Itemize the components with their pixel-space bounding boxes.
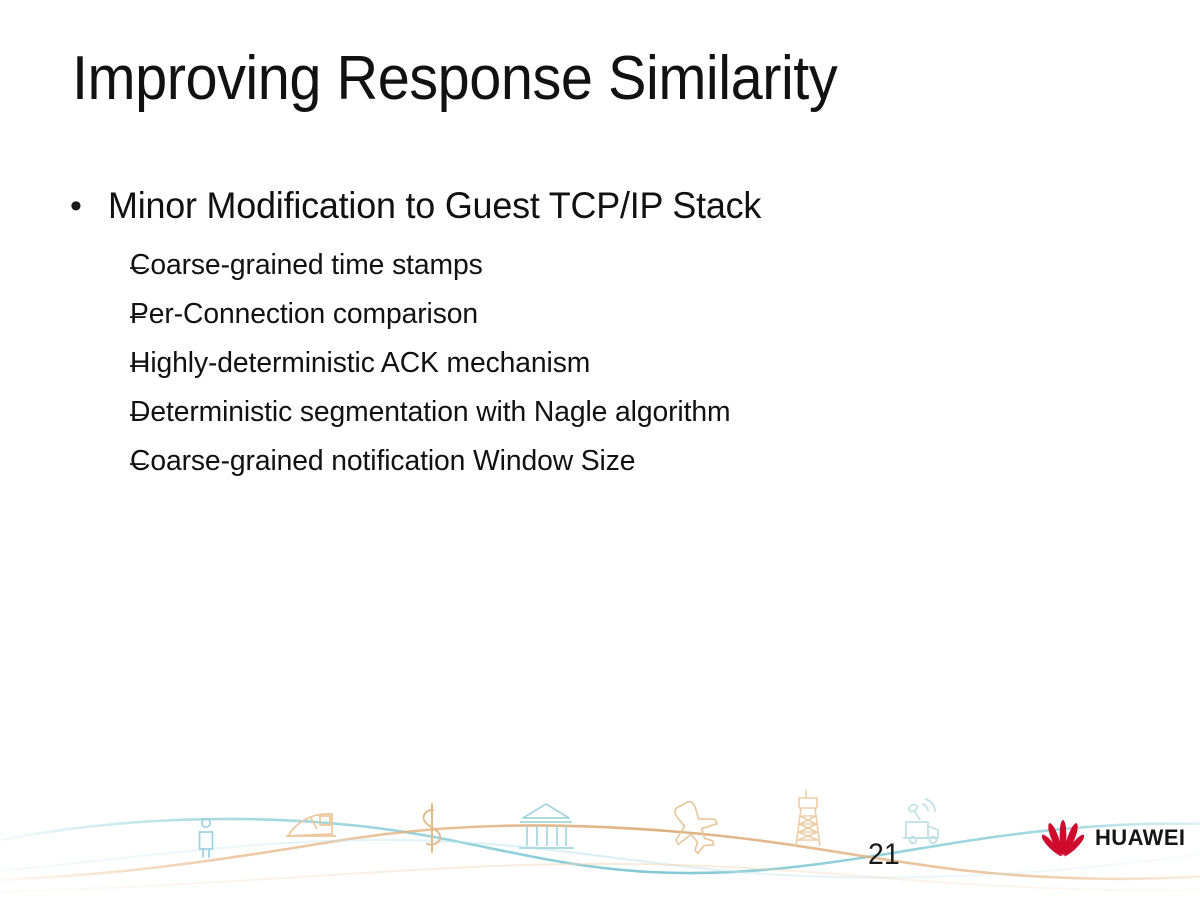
- list-item-level2-label: Coarse-grained time stamps: [130, 249, 483, 281]
- dash-glyph-icon: –: [130, 397, 146, 428]
- footer-decoration: [0, 790, 1200, 893]
- airplane-icon: [674, 800, 719, 855]
- dash-glyph-icon: –: [130, 250, 146, 281]
- list-item-level2-label: Deterministic segmentation with Nagle al…: [130, 396, 731, 428]
- bullet-glyph-icon: •: [70, 187, 82, 225]
- huawei-wordmark: HUAWEI: [1095, 825, 1186, 850]
- slide-body: • Minor Modification to Guest TCP/IP Sta…: [62, 182, 1142, 487]
- dash-glyph-icon: –: [130, 348, 146, 379]
- page-number: 21: [868, 838, 900, 871]
- list-item-level1-label: Minor Modification to Guest TCP/IP Stack: [108, 185, 762, 226]
- list-item-level2-label: Coarse-grained notification Window Size: [130, 445, 636, 477]
- list-item-level2: – Per-Connection comparison: [62, 291, 1142, 338]
- list-item-level2-label: Highly-deterministic ACK mechanism: [130, 347, 591, 379]
- page-title: Improving Response Similarity: [72, 44, 838, 113]
- dollar-sign-icon: [422, 803, 442, 853]
- list-item-level2: – Coarse-grained time stamps: [62, 242, 1142, 289]
- broadcast-van-icon: [903, 798, 939, 845]
- wave-orange-secondary: [0, 862, 1200, 893]
- transmission-tower-icon: [795, 790, 821, 847]
- list-item-level2-label: Per-Connection comparison: [130, 298, 479, 330]
- person-icon: [198, 817, 214, 858]
- train-icon: [286, 813, 336, 837]
- dash-glyph-icon: –: [130, 446, 146, 477]
- wave-orange: [0, 824, 1200, 881]
- list-item-level2: – Deterministic segmentation with Nagle …: [62, 389, 1142, 436]
- list-item-level2: – Highly-deterministic ACK mechanism: [62, 340, 1142, 387]
- huawei-flower-mark-icon: [1041, 820, 1085, 857]
- sublist-level2: – Coarse-grained time stamps – Per-Conne…: [62, 242, 1142, 485]
- wave-teal: [0, 817, 1200, 875]
- list-item-level1: • Minor Modification to Guest TCP/IP Sta…: [62, 182, 1142, 230]
- list-item-level2: – Coarse-grained notification Window Siz…: [62, 438, 1142, 485]
- dash-glyph-icon: –: [130, 299, 146, 330]
- bank-building-icon: [519, 803, 574, 849]
- huawei-logo: HUAWEI: [1040, 818, 1185, 858]
- wave-teal-secondary: [0, 838, 1200, 879]
